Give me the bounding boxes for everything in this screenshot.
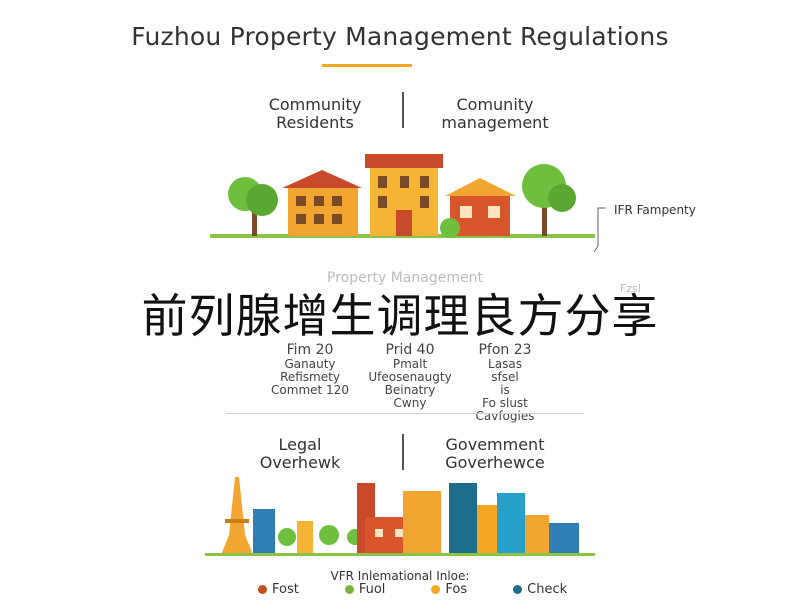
bush bbox=[440, 218, 460, 238]
page-title: Fuzhou Property Management Regulations bbox=[131, 22, 669, 51]
building-orange bbox=[403, 491, 441, 555]
house-center bbox=[365, 154, 443, 236]
bottom-divider bbox=[402, 434, 404, 470]
section-divider bbox=[226, 413, 584, 414]
overlay-caption: 前列腺增生调理良方分享 bbox=[141, 289, 659, 343]
side-label: IFR Fampenty bbox=[614, 203, 696, 217]
top-divider bbox=[402, 92, 404, 128]
legend-item: Fos bbox=[431, 582, 467, 597]
building-yellow bbox=[297, 521, 313, 555]
tree-left bbox=[228, 177, 278, 236]
tree-a bbox=[278, 528, 296, 546]
side-small-label: Fzsl bbox=[620, 282, 641, 295]
house-left bbox=[282, 170, 362, 236]
legend-item: Fuol bbox=[344, 582, 385, 597]
building-blue bbox=[549, 523, 579, 555]
title-underline bbox=[322, 64, 412, 67]
faded-mid-label: Property Management bbox=[327, 270, 483, 286]
building-amber-2 bbox=[525, 515, 549, 555]
house-right bbox=[445, 178, 516, 236]
legend-item: Check bbox=[513, 582, 567, 597]
tree-right bbox=[522, 164, 576, 236]
city-illustration bbox=[205, 477, 595, 556]
building-amber bbox=[477, 505, 497, 555]
legend: Fost Fuol Fos Check bbox=[258, 582, 567, 597]
building-cyan bbox=[497, 493, 525, 555]
houses-illustration bbox=[210, 154, 595, 238]
city-ground bbox=[205, 553, 595, 556]
legend-swatch bbox=[344, 585, 354, 594]
legend-title: VFR Inlemational Inloe: bbox=[330, 569, 470, 583]
building-blue-small bbox=[253, 509, 275, 555]
building-teal bbox=[449, 483, 477, 555]
legend-swatch bbox=[513, 585, 523, 594]
tree-b bbox=[319, 525, 339, 545]
legend-swatch bbox=[431, 585, 441, 594]
side-bracket bbox=[593, 207, 606, 253]
tower bbox=[221, 477, 253, 555]
legend-swatch bbox=[258, 585, 267, 594]
legend-item: Fost bbox=[258, 582, 299, 597]
